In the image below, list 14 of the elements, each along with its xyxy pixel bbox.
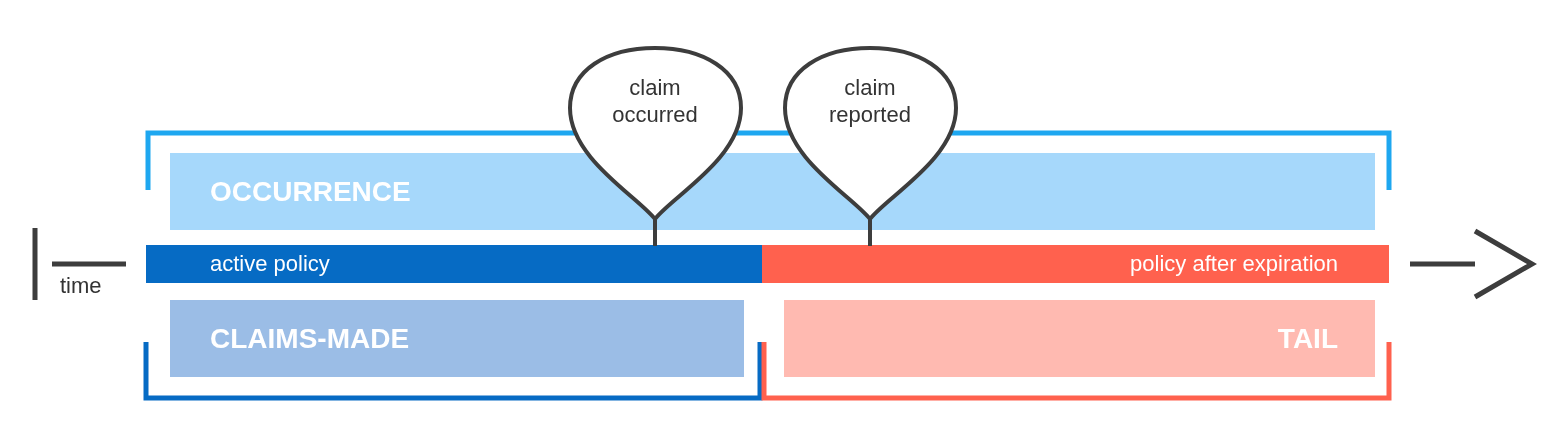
- bar-label: OCCURRENCE: [210, 175, 411, 208]
- bar-label: policy after expiration: [1130, 251, 1338, 277]
- policy-bar: [762, 245, 1389, 283]
- pin-stem: [868, 220, 872, 246]
- bar-label: TAIL: [1277, 322, 1338, 355]
- pin-label: claim reported: [828, 74, 912, 128]
- bar-label: active policy: [210, 251, 330, 277]
- axis-label: time: [60, 273, 102, 299]
- bar-label: CLAIMS-MADE: [210, 322, 410, 355]
- policy-bar: [170, 300, 744, 377]
- policy-bar: [784, 300, 1375, 377]
- pin-stem: [653, 220, 657, 246]
- policy-bar: [146, 245, 762, 283]
- pin-label: claim occurred: [611, 74, 699, 128]
